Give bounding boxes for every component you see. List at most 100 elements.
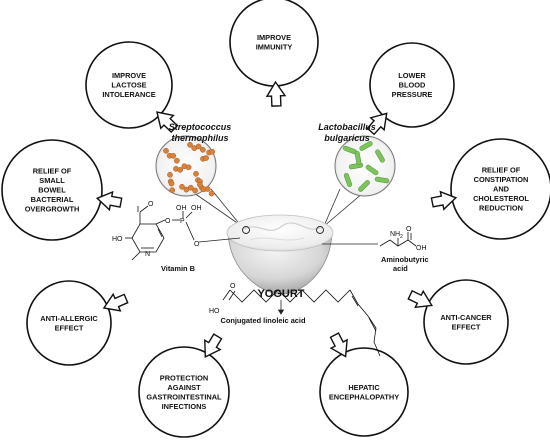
- strep-cell: [168, 180, 175, 187]
- aminobutyric-label-line1: Aminobutyric: [381, 255, 429, 264]
- lactobacillus-name-line1: Lactobacillus: [318, 122, 376, 132]
- atom-o-cla: O: [230, 283, 236, 290]
- benefit-circle: [85, 41, 173, 129]
- aminobutyric-atoms: NH 2 O OH: [390, 226, 427, 252]
- strep-cell: [187, 184, 194, 191]
- strep-cell: [169, 187, 176, 194]
- yogurt-pointer-arrow: [277, 300, 285, 315]
- benefit-circle: [138, 346, 230, 438]
- atom-oh-2: OH: [191, 205, 202, 212]
- benefit-text-line: CONSTIPATION: [474, 175, 529, 184]
- benefit-circle: [319, 347, 409, 437]
- strep-cell: [204, 186, 211, 192]
- benefit-gi-infections: PROTECTIONAGAINSTGASTROINTESTINALINFECTI…: [138, 333, 230, 438]
- benefits-layer: IMPROVEIMMUNITYIMPROVELACTOSEINTOLERANCE…: [1, 0, 550, 438]
- benefit-text-line: LOWER: [398, 71, 426, 80]
- vitamin-b-structure: [125, 205, 195, 261]
- strep-cell: [163, 147, 169, 154]
- lacto-cell: [375, 149, 385, 163]
- benefit-text-line: PROTECTION: [160, 373, 208, 382]
- benefit-text-line: EFFECT: [452, 322, 481, 331]
- benefit-text-line: IMMUNITY: [256, 42, 293, 51]
- streptococcus-name-line1: Streptococcus: [169, 122, 232, 132]
- benefit-circle: [369, 42, 455, 128]
- strep-cell: [167, 171, 173, 178]
- atom-oh-1: OH: [176, 205, 187, 212]
- strep-cell: [192, 187, 198, 194]
- benefit-text-line: RELIEF OF: [482, 166, 521, 175]
- benefit-text-line: HEPATIC: [348, 383, 380, 392]
- benefit-arrow-icon: [430, 190, 458, 211]
- strep-cell: [200, 146, 206, 153]
- vitamin-b-pointer: [198, 237, 241, 243]
- benefit-arrow-icon: [204, 333, 223, 359]
- benefit-circle: [423, 279, 509, 365]
- streptococcus-name-line2: thermophilus: [171, 133, 228, 143]
- atom-o-ester: O: [165, 218, 171, 225]
- strep-cell: [177, 167, 184, 173]
- vitamin-b-atoms: O HO N O P OH OH O: [112, 201, 202, 258]
- benefit-text-line: OVERGROWTH: [25, 205, 80, 214]
- strep-cell: [187, 141, 193, 148]
- benefit-text-line: ANTI-ALLERGIC: [40, 314, 98, 323]
- strep-cell: [203, 155, 209, 161]
- benefit-text-line: BACTERIAL: [31, 195, 74, 204]
- lactobacillus-name-line2: bulgaricus: [324, 133, 370, 143]
- strep-cell: [174, 157, 180, 164]
- strep-cell: [195, 143, 202, 150]
- lactobacillus-view: [334, 135, 396, 197]
- lactobacillus-cells: [343, 141, 390, 192]
- atom-o-acid: O: [406, 226, 412, 233]
- atom-o-phos: O: [194, 241, 200, 248]
- strep-cell: [170, 152, 177, 159]
- strep-cell: [185, 164, 192, 171]
- strep-cell: [179, 183, 185, 190]
- benefit-text-line: EFFECT: [55, 323, 84, 332]
- benefit-text-line: IMPROVE: [112, 71, 146, 80]
- benefit-text-line: PRESSURE: [392, 90, 433, 99]
- benefit-arrow-icon: [95, 190, 123, 212]
- benefit-text-line: BOWEL: [38, 186, 66, 195]
- aminobutyric-label-line2: acid: [393, 264, 408, 273]
- yogurt-label: YOGURT: [257, 288, 304, 300]
- atom-n: N: [145, 251, 150, 258]
- atom-oh-acid: OH: [416, 245, 427, 252]
- cla-atoms: O HO: [209, 283, 236, 315]
- atom-nh-sub: 2: [400, 234, 403, 240]
- benefit-text-line: INFECTIONS: [162, 402, 207, 411]
- atom-o: O: [148, 201, 154, 208]
- atom-p: P: [180, 218, 185, 225]
- atom-ho: HO: [112, 236, 123, 243]
- benefit-constipation: RELIEF OFCONSTIPATIONANDCHOLESTEROLREDUC…: [430, 138, 550, 240]
- aminobutyric-structure: [379, 232, 417, 247]
- lacto-cell: [343, 173, 353, 187]
- strep-cell: [197, 181, 203, 188]
- strep-cell: [208, 190, 215, 197]
- benefit-text-line: AGAINST: [167, 383, 201, 392]
- benefit-text-line: LACTOSE: [111, 81, 146, 90]
- strep-cell: [209, 148, 216, 155]
- benefit-text-line: ANTI-CANCER: [440, 313, 492, 322]
- benefit-text-line: GASTROINTESTINAL: [146, 392, 222, 401]
- benefit-circle: [450, 138, 550, 240]
- benefit-arrow-icon: [156, 111, 179, 133]
- lacto-cell: [359, 141, 373, 151]
- benefit-circle: [1, 139, 103, 241]
- benefit-text-line: AND: [493, 185, 510, 194]
- strep-cell: [193, 170, 199, 177]
- streptococcus-view: [155, 135, 217, 197]
- atom-ho-cla: HO: [209, 308, 220, 315]
- benefit-text-line: IMPROVE: [257, 33, 291, 42]
- benefit-text-line: CHOLESTEROL: [473, 194, 529, 203]
- yogurt-bowl: [226, 214, 334, 295]
- lacto-cell: [354, 150, 362, 166]
- lacto-cell: [358, 180, 370, 192]
